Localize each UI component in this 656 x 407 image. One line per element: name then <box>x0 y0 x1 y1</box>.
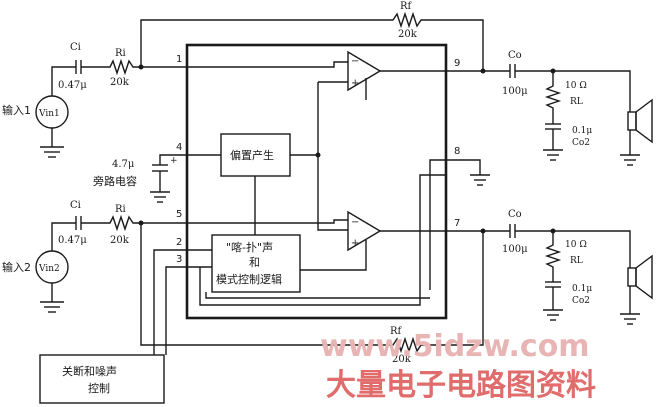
bypass-cap-label: 旁路电容 <box>93 174 137 188</box>
rl-top-name: RL <box>570 97 583 107</box>
ci-bot-name: Ci <box>70 200 81 211</box>
rf-bot-value: 20k <box>392 354 412 365</box>
pin1-label: 1 <box>176 54 182 65</box>
ci-top-name: Ci <box>70 42 81 53</box>
ic-outline <box>185 43 448 320</box>
co-top-value: 100μ <box>502 86 528 97</box>
rf-top-value: 20k <box>398 29 418 40</box>
pop-block-line1: "喀-扑"声 <box>226 240 273 254</box>
opamp-bot-plus: + <box>351 238 359 249</box>
pin2-label: 2 <box>176 237 182 248</box>
speaker-bottom <box>620 254 653 325</box>
pin4-label: 4 <box>176 142 182 153</box>
pin7-label: 7 <box>454 218 460 229</box>
opamp-top: − + <box>187 50 446 231</box>
opamp-bot-minus: − <box>351 217 359 228</box>
input2-label: 输入2 <box>2 260 31 274</box>
ri-bot-name: Ri <box>115 204 126 215</box>
pop-block-line3: 模式控制逻辑 <box>216 272 282 286</box>
bias-generator: 偏置产生 <box>187 133 321 235</box>
input1-label: 输入1 <box>2 103 31 117</box>
opamp-bottom: − + <box>187 210 446 252</box>
co-bot-value: 100μ <box>502 244 528 255</box>
ci-bot-value: 0.47μ <box>58 235 87 246</box>
watermark-title: 大量电子电路图资料 <box>326 368 596 403</box>
pop-mode-logic: "喀-扑"声 和 模式控制逻辑 2 3 <box>153 78 446 355</box>
shutdown-line2: 控制 <box>88 381 110 395</box>
co-bot-name: Co <box>508 209 522 220</box>
pin8-ground: 8 <box>429 146 490 290</box>
co2-top-label: Co2 <box>572 138 590 148</box>
bias-block-label: 偏置产生 <box>230 148 274 162</box>
c-bot-value: 0.1μ <box>572 284 592 294</box>
ri-bottom-resistor: Ri 20k 5 <box>81 204 187 246</box>
vin2-label: Vin2 <box>38 264 60 274</box>
rf-top-resistor: Rf 20k <box>140 1 484 72</box>
pop-block-line2: 和 <box>249 256 260 269</box>
ri-top-name: Ri <box>115 48 126 59</box>
c-top-value: 0.1μ <box>572 126 592 136</box>
pin8-label: 8 <box>454 146 460 157</box>
rl-top-value: 10 Ω <box>565 81 587 91</box>
rl-bot-name: RL <box>570 256 583 266</box>
bypass-capacitor: 4 + 4.7μ 旁路电容 <box>93 142 187 203</box>
watermark-site: www.5idzw.com <box>320 329 590 364</box>
pin3-label: 3 <box>176 254 182 265</box>
pin5-label: 5 <box>176 209 182 220</box>
input1-source: Vin1 输入1 <box>2 66 76 158</box>
rf-bot-name: Rf <box>390 326 403 337</box>
shutdown-line1: 关断和噪声 <box>62 364 117 378</box>
output-bottom: 7 Co 100μ 10 Ω RL 0.1μ Co2 <box>446 209 631 321</box>
bypass-plus: + <box>170 156 178 166</box>
ri-top-value: 20k <box>110 77 130 88</box>
ri-top-resistor: Ri 20k 1 <box>81 48 187 88</box>
shutdown-control: 关断和噪声 控制 <box>39 354 165 404</box>
co2-bot-label: Co2 <box>572 296 590 306</box>
opamp-top-minus: − <box>351 56 359 67</box>
speaker-top <box>620 98 653 166</box>
output-top: 9 Co 100μ 10 Ω RL 0.1μ Co2 <box>446 50 631 161</box>
input2-source: Vin2 输入2 <box>2 222 76 313</box>
pin9-label: 9 <box>454 58 460 69</box>
watermark: www.5idzw.com 大量电子电路图资料 <box>320 329 596 403</box>
opamp-top-plus: + <box>351 78 359 89</box>
ci-top-value: 0.47μ <box>58 80 87 91</box>
rf-top-name: Rf <box>400 1 413 12</box>
bypass-cap-value: 4.7μ <box>112 159 135 170</box>
vin1-label: Vin1 <box>38 109 60 119</box>
co-top-name: Co <box>508 50 522 61</box>
ri-bot-value: 20k <box>110 235 130 246</box>
rl-bot-value: 10 Ω <box>565 240 587 250</box>
rf-bottom-resistor: Rf 20k <box>140 223 484 365</box>
